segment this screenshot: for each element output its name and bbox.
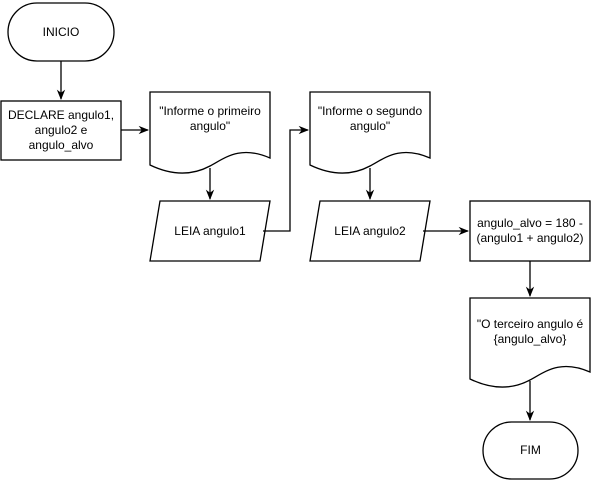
declare-label: DECLARE angulo1, angulo2 e angulo_alvo (7, 108, 115, 152)
compute-label: angulo_alvo = 180 - (angulo1 + angulo2) (476, 216, 584, 245)
declare-process-box[interactable] (0, 100, 122, 161)
start-label: INICIO (42, 24, 80, 39)
prompt-2-label: "Informe o segundo angulo" (317, 104, 423, 133)
prompt-1-document[interactable] (149, 91, 271, 174)
output-label: "O terceiro angulo é {angulo_alvo} (476, 317, 584, 346)
read-2-label: LEIA angulo2 (334, 223, 406, 238)
arrow-read-1-to-prompt-2 (263, 125, 310, 232)
prompt-2-document[interactable] (309, 91, 431, 174)
output-document[interactable] (469, 297, 591, 388)
read-1-parallelogram[interactable] (149, 200, 271, 262)
read-1-label: LEIA angulo1 (174, 223, 246, 238)
end-terminal[interactable] (482, 421, 579, 480)
compute-process-box[interactable] (469, 200, 591, 262)
end-label: FIM (520, 443, 541, 457)
read-2-parallelogram[interactable] (309, 200, 431, 262)
prompt-1-label: "Informe o primeiro angulo" (159, 104, 261, 133)
